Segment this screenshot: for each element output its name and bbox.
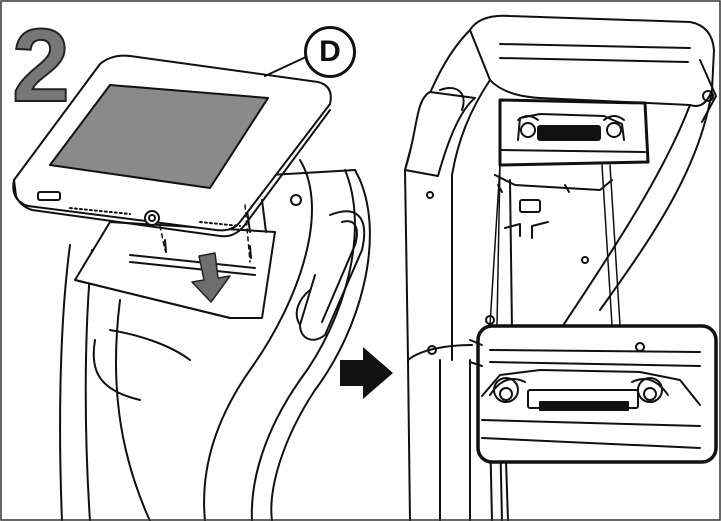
tablet-device <box>12 54 332 238</box>
down-arrow-icon <box>191 252 231 303</box>
step-number: 2 <box>11 8 71 124</box>
tablet-screen <box>49 84 269 189</box>
zoom-lines <box>489 164 621 326</box>
right-stand-head <box>404 14 717 331</box>
mounting-slot-area <box>494 174 613 239</box>
detail-box-bottom <box>469 324 718 464</box>
alignment-guides <box>159 204 251 263</box>
callout-label-d: D <box>304 26 356 78</box>
callout-leader-line <box>264 55 309 77</box>
right-arrow-icon <box>340 347 393 399</box>
mounting-bracket <box>74 194 276 319</box>
bracket-pins <box>164 239 252 259</box>
right-stand-handle <box>404 87 476 177</box>
detail-box-top <box>498 98 650 167</box>
left-stand-handle <box>295 210 366 341</box>
